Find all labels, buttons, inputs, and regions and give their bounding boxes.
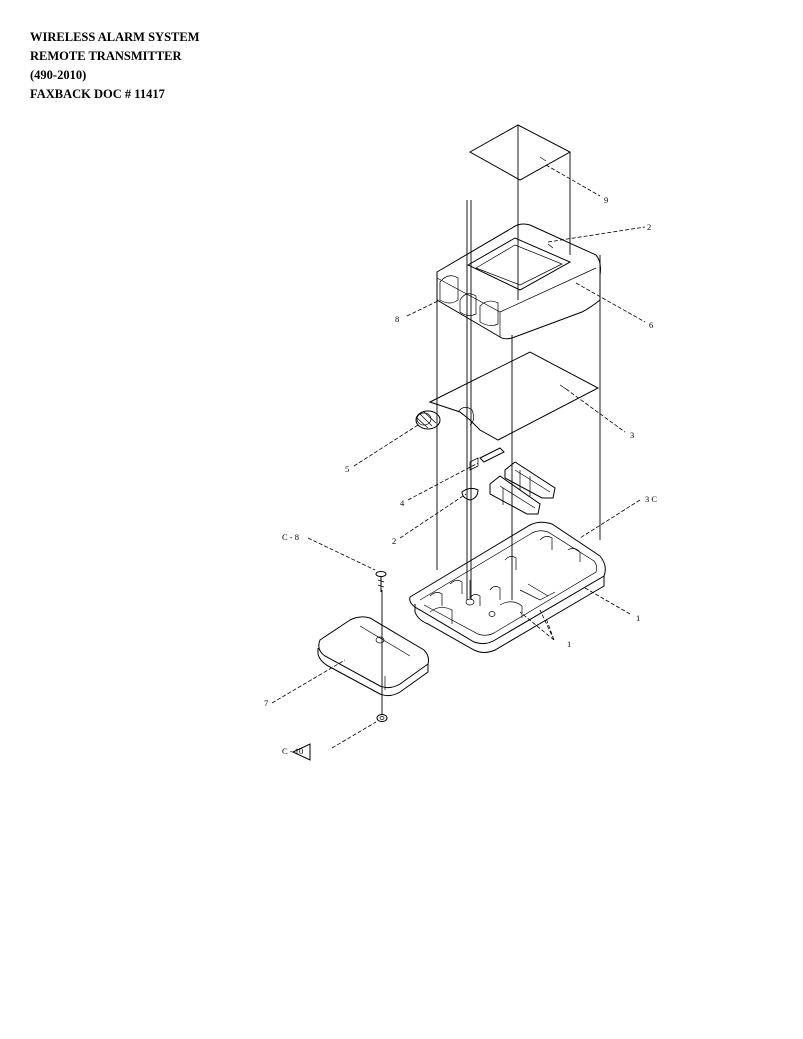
alignment-guides bbox=[381, 125, 601, 715]
callout-1-right: 1 bbox=[636, 613, 640, 623]
part-5-battery bbox=[415, 410, 441, 430]
title-line-1: WIRELESS ALARM SYSTEM bbox=[30, 30, 200, 44]
callout-c-10: C - 10 bbox=[282, 746, 303, 756]
callout-1-bottom: 1 bbox=[567, 639, 571, 649]
part-7-cover bbox=[317, 616, 429, 697]
title-line-3: (490-2010) bbox=[30, 68, 87, 82]
callout-8: 8 bbox=[395, 314, 399, 324]
callout-3: 3 bbox=[630, 430, 634, 440]
c10-arrow-marker bbox=[291, 743, 311, 761]
part-1-base-housing bbox=[409, 521, 606, 653]
title-line-4: FAXBACK DOC # 11417 bbox=[30, 87, 165, 101]
part-c10-foot bbox=[376, 714, 388, 722]
title-line-2: REMOTE TRANSMITTER bbox=[30, 49, 182, 63]
callout-4: 4 bbox=[400, 498, 405, 508]
part-3-circuit-board bbox=[428, 351, 600, 441]
callout-c-8: C - 8 bbox=[282, 532, 299, 542]
part-9-pad bbox=[468, 124, 572, 181]
callout-5: 5 bbox=[345, 464, 349, 474]
callout-3c: 3 C bbox=[645, 494, 657, 504]
document-title-block: WIRELESS ALARM SYSTEM REMOTE TRANSMITTER… bbox=[30, 28, 200, 104]
callout-6: 6 bbox=[649, 320, 653, 330]
battery-clips bbox=[489, 461, 556, 515]
callout-9: 9 bbox=[604, 195, 608, 205]
callout-7: 7 bbox=[264, 698, 268, 708]
part-4-spring-contacts bbox=[461, 447, 505, 501]
callout-2-top: 2 bbox=[647, 222, 651, 232]
part-c8-screw bbox=[375, 571, 387, 592]
part-6-upper-housing bbox=[436, 223, 601, 340]
callout-labels: 9 2 8 6 3 5 4 2 3 C C - 8 1 1 7 C - 10 bbox=[264, 195, 657, 756]
leader-lines bbox=[271, 164, 646, 749]
callout-2-mid: 2 bbox=[392, 536, 396, 546]
